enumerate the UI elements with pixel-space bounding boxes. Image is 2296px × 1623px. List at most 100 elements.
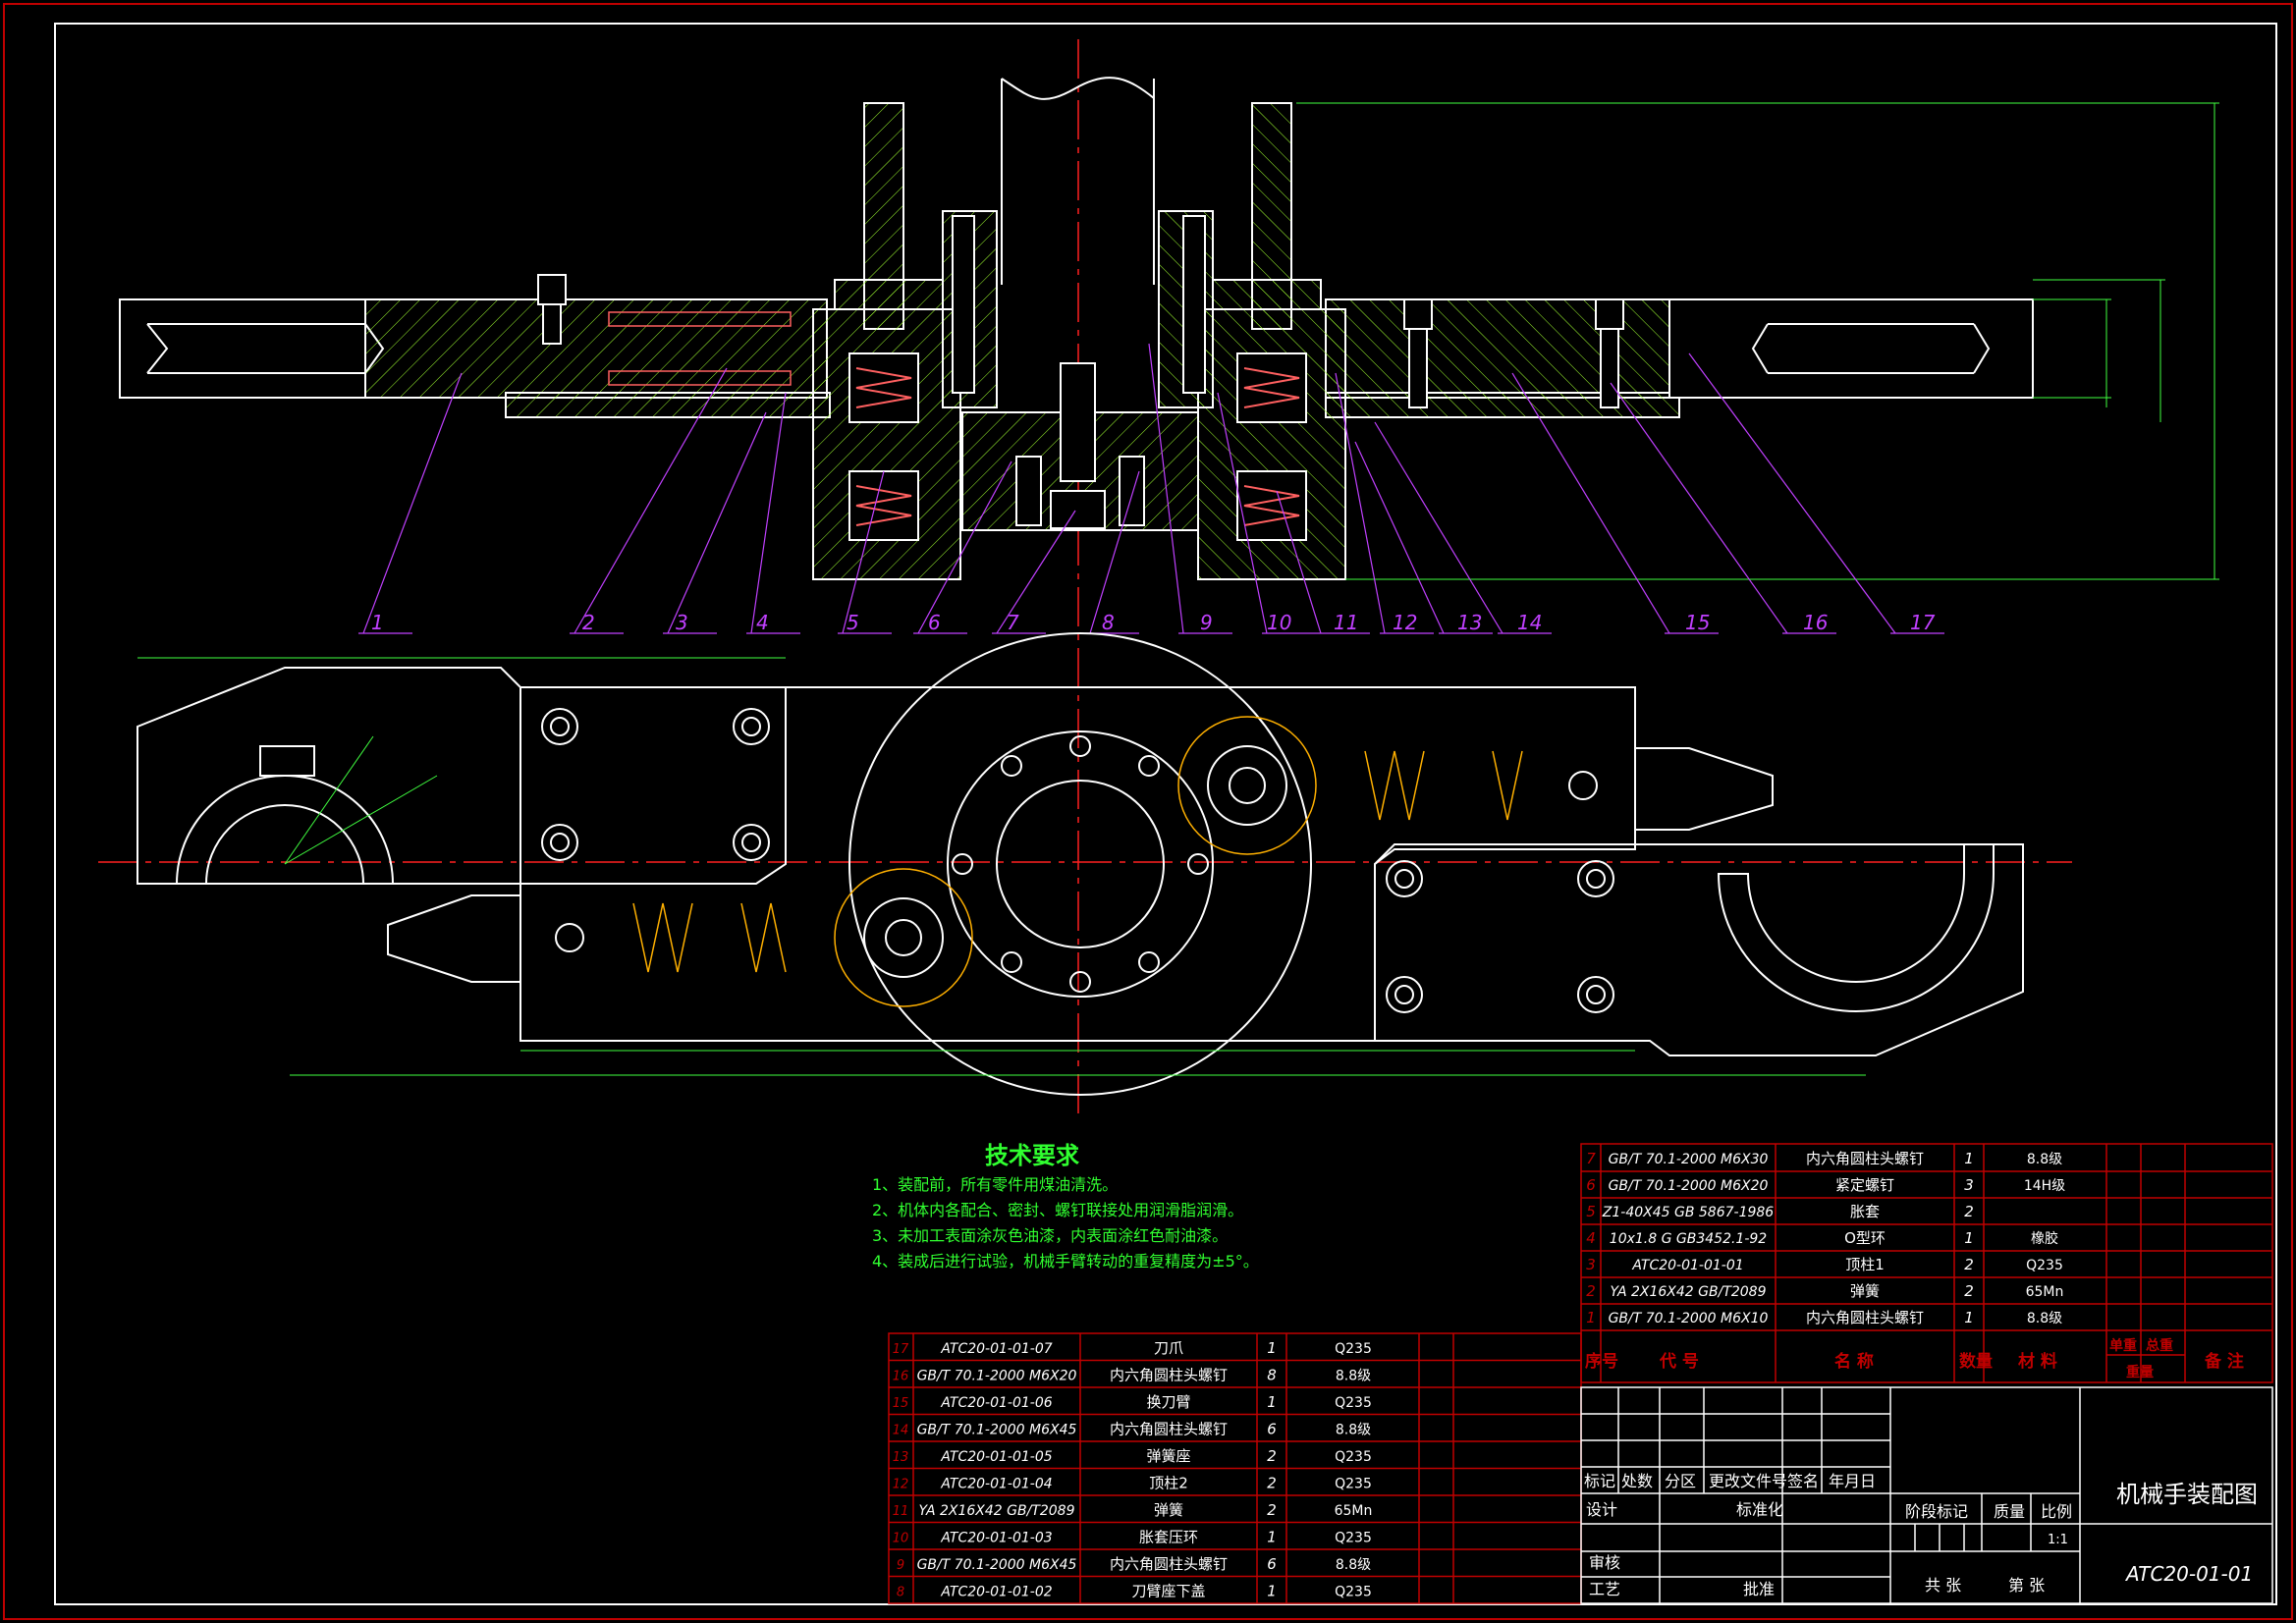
bom-right-code: GB/T 70.1-2000 M6X30 — [1609, 1152, 1769, 1167]
tech-title: 技术要求 — [985, 1142, 1079, 1169]
bom-left-mat: 8.8级 — [1336, 1369, 1371, 1384]
left-arm-body — [119, 298, 366, 399]
bom-left-qty: 2 — [1267, 1501, 1277, 1519]
bom-left-no: 8 — [897, 1586, 904, 1600]
bom-left-code: GB/T 70.1-2000 M6X45 — [917, 1423, 1077, 1438]
bom-left-mat: 8.8级 — [1336, 1423, 1371, 1438]
bom-header-name: 名 称 — [1834, 1351, 1874, 1372]
bom-right-no: 4 — [1586, 1229, 1596, 1247]
bom-left-qty: 1 — [1267, 1529, 1277, 1546]
bom-header-total: 总重 — [2146, 1337, 2173, 1354]
plan-dimensions — [137, 657, 1866, 1076]
inner-frame — [54, 23, 2277, 1605]
bom-left-no: 16 — [893, 1370, 909, 1384]
bom-left-name: 胀套压环 — [1139, 1529, 1198, 1546]
bom-left-lines — [889, 1359, 1581, 1578]
right-claw — [1374, 843, 2024, 1056]
balloon-8: 8 — [1102, 611, 1115, 634]
hub-bolt-holes — [952, 735, 1209, 993]
bom-right-mat: 8.8级 — [2027, 1311, 2062, 1326]
bom-left-qty: 2 — [1267, 1475, 1277, 1492]
bom-left-qty: 1 — [1267, 1583, 1277, 1600]
bom-right-qty: 3 — [1964, 1176, 1974, 1194]
bom-left-mat: Q235 — [1335, 1341, 1372, 1357]
balloon-1: 1 — [371, 611, 384, 634]
bom-left-no: 17 — [893, 1342, 909, 1357]
tb-drawing-code: ATC20-01-01 — [2124, 1562, 2253, 1586]
bom-left-no: 13 — [893, 1450, 909, 1465]
bom-right-name: 紧定螺钉 — [1835, 1176, 1894, 1194]
bom-right-no: 2 — [1586, 1282, 1596, 1300]
tb-standard: 标准化 — [1736, 1500, 1783, 1519]
bom-right-name: 顶柱1 — [1845, 1256, 1885, 1273]
spring-left — [855, 367, 912, 526]
tech-line-2: 2、机体内各配合、密封、螺钉联接处用润滑脂润滑。 — [872, 1201, 1243, 1219]
bom-left-name: 内六角圆柱头螺钉 — [1110, 1555, 1228, 1573]
left-arm-hatch — [364, 298, 828, 399]
bom-left-code: ATC20-01-01-07 — [940, 1341, 1052, 1357]
bom-left-no: 9 — [897, 1558, 904, 1573]
hex-bolts-right — [1386, 860, 1614, 1013]
left-claw — [137, 667, 787, 885]
bom-left-code: ATC20-01-01-04 — [940, 1477, 1052, 1492]
bom-right-no: 5 — [1586, 1203, 1596, 1220]
bom-left-mat: Q235 — [1335, 1585, 1372, 1600]
bom-left-name: 刀臂座下盖 — [1131, 1583, 1205, 1600]
bom-left-code: YA 2X16X42 GB/T2089 — [918, 1503, 1074, 1519]
balloon-4: 4 — [756, 611, 769, 634]
title-block: 标记 处数 分区 更改文件号 签名 年月日 设计 标准化 审核 工艺 批准 阶段… — [1580, 1386, 2273, 1604]
bom-right-mat: Q235 — [2026, 1258, 2063, 1273]
tb-label-count: 处数 — [1621, 1472, 1653, 1490]
tb-craft: 工艺 — [1589, 1580, 1620, 1598]
bom-left-qty: 6 — [1267, 1555, 1277, 1573]
bom-right-mat: 65Mn — [2026, 1284, 2064, 1300]
tb-label-sign: 签名 — [1787, 1472, 1819, 1490]
right-screws — [1403, 298, 1624, 408]
outer-frame — [3, 3, 2293, 1620]
bom-left-qty: 1 — [1267, 1339, 1277, 1357]
bom-right-qty: 2 — [1964, 1256, 1974, 1273]
bom-right-no: 1 — [1586, 1309, 1596, 1326]
bom-right-code: YA 2X16X42 GB/T2089 — [1610, 1284, 1766, 1300]
tb-scale-value: 1:1 — [2048, 1533, 2068, 1547]
bom-header-no: 序号 — [1585, 1351, 1618, 1372]
bom-right-name: 胀套 — [1850, 1203, 1880, 1220]
balloon-5: 5 — [847, 611, 859, 634]
tb-stage: 阶段标记 — [1905, 1502, 1968, 1521]
bom-right-code: GB/T 70.1-2000 M6X10 — [1609, 1311, 1769, 1326]
tb-design: 设计 — [1586, 1500, 1617, 1519]
tb-approve: 批准 — [1743, 1580, 1775, 1598]
bom-left-name: 弹簧 — [1154, 1501, 1183, 1519]
plan-springs — [632, 750, 1523, 973]
bom-left-qty: 6 — [1267, 1421, 1277, 1438]
push-rod-right — [1635, 747, 1774, 831]
tb-drawing-name: 机械手装配图 — [2116, 1481, 2258, 1508]
bom-right-code: GB/T 70.1-2000 M6X20 — [1609, 1178, 1769, 1194]
bom-left-code: ATC20-01-01-03 — [940, 1531, 1052, 1546]
bom-left-code: ATC20-01-01-02 — [940, 1585, 1052, 1600]
bom-left-no: 12 — [893, 1478, 909, 1492]
bom-left-code: ATC20-01-01-05 — [940, 1449, 1052, 1465]
tb-label-mark: 标记 — [1584, 1472, 1615, 1490]
section-view: 1 2 3 4 5 6 7 8 9 10 11 12 13 14 15 16 1… — [119, 39, 2219, 1119]
bom-left-name: 内六角圆柱头螺钉 — [1110, 1421, 1228, 1438]
bom-header-mass: 重量 — [2126, 1364, 2154, 1380]
balloon-9: 9 — [1200, 611, 1213, 634]
bom-left-no: 11 — [893, 1504, 909, 1519]
balloon-2: 2 — [582, 611, 595, 634]
bom-right-no: 6 — [1586, 1176, 1596, 1194]
push-rod-left — [387, 894, 520, 983]
bom-left-name: 顶柱2 — [1149, 1475, 1188, 1492]
bom-left-code: GB/T 70.1-2000 M6X20 — [917, 1369, 1077, 1384]
balloon-17: 17 — [1910, 611, 1936, 634]
bom-header-code: 代 号 — [1659, 1351, 1699, 1372]
balloon-labels: 1 2 3 4 5 6 7 8 9 10 11 12 13 14 15 16 1… — [371, 611, 1936, 634]
tb-mass: 质量 — [1994, 1502, 2025, 1521]
balloon-15: 15 — [1685, 611, 1710, 634]
tb-review: 审核 — [1589, 1553, 1620, 1572]
tech-line-1: 1、装配前，所有零件用煤油清洗。 — [872, 1175, 1118, 1194]
